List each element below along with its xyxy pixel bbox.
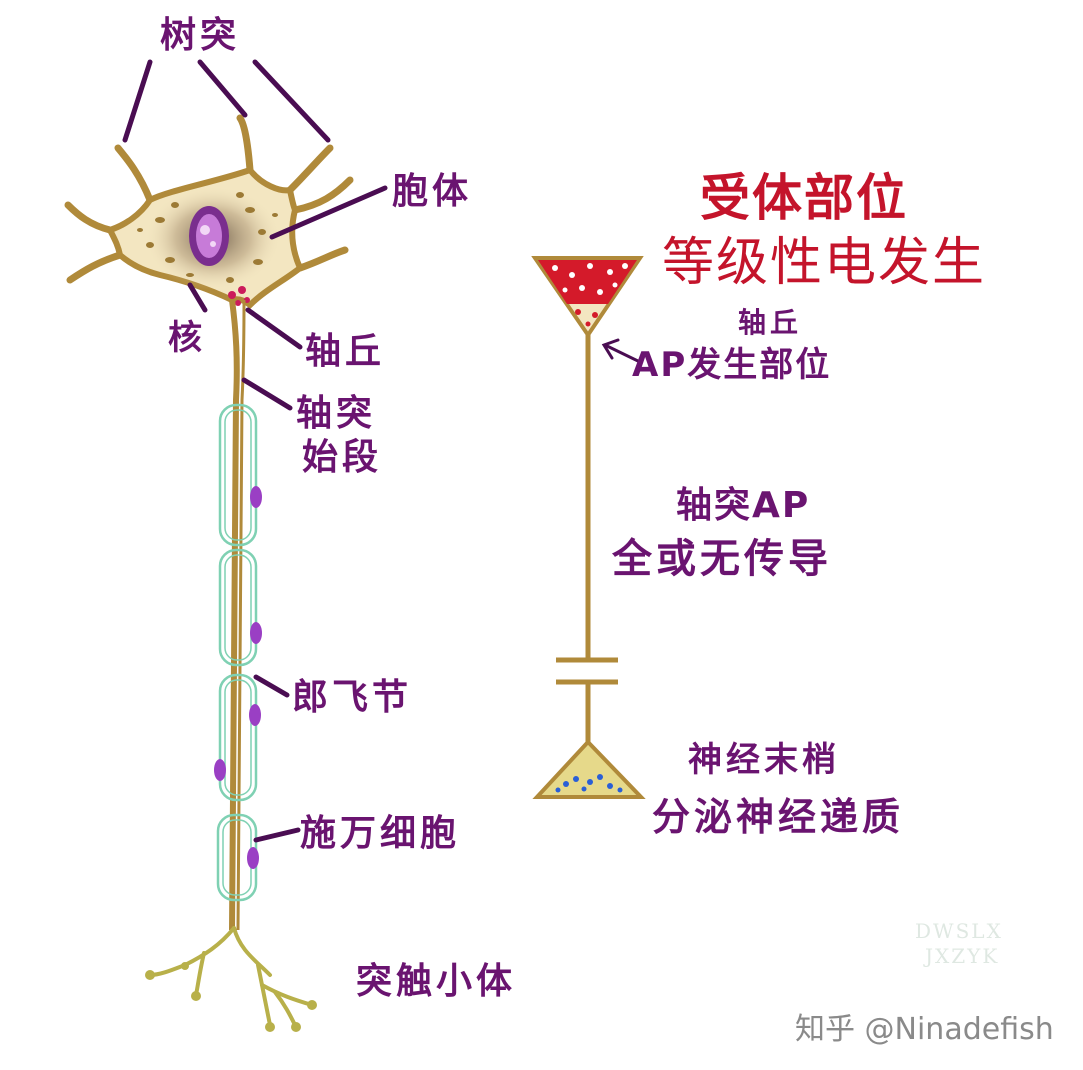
label-nucleus: 核 (168, 318, 206, 358)
label-axon-initial-segment-1: 轴突 (296, 393, 377, 434)
label-axon-initial-segment-2: 始段 (302, 437, 383, 478)
label-node-of-ranvier: 郎飞节 (292, 677, 413, 718)
label-ap-origin: AP发生部位 (632, 345, 832, 385)
label-soma: 胞体 (392, 171, 473, 212)
label-axon-hillock: 轴丘 (305, 331, 386, 372)
axon-terminal (148, 926, 314, 1027)
label-all-or-none: 全或无传导 (612, 536, 832, 582)
schematic-title: 受体部位 (700, 169, 908, 227)
neuron-cell-body (64, 114, 354, 310)
watermark: 知乎 @Ninadefish (795, 1012, 1054, 1047)
label-schwann-cell: 施万细胞 (300, 813, 461, 854)
faint-mark-line-1: DWSLX (915, 919, 1003, 943)
label-secrete-neurotransmitter: 分泌神经递质 (652, 795, 905, 839)
label-nerve-ending: 神经末梢 (688, 740, 840, 780)
nucleus-shape (189, 206, 229, 266)
leader-lines (122, 59, 388, 843)
label-schematic-hillock: 轴丘 (738, 306, 803, 339)
schematic-subtitle: 等级性电发生 (662, 233, 987, 293)
schematic-neuron (531, 256, 646, 799)
axon (229, 299, 246, 931)
label-synaptic-terminal: 突触小体 (356, 961, 517, 1002)
label-dendrite: 树突 (160, 15, 241, 56)
faint-mark-line-2: JXZYK (925, 944, 1000, 968)
terminal-buttons (145, 962, 317, 1032)
label-axon-ap: 轴突AP (676, 485, 811, 526)
schwann-nuclei (214, 486, 262, 869)
